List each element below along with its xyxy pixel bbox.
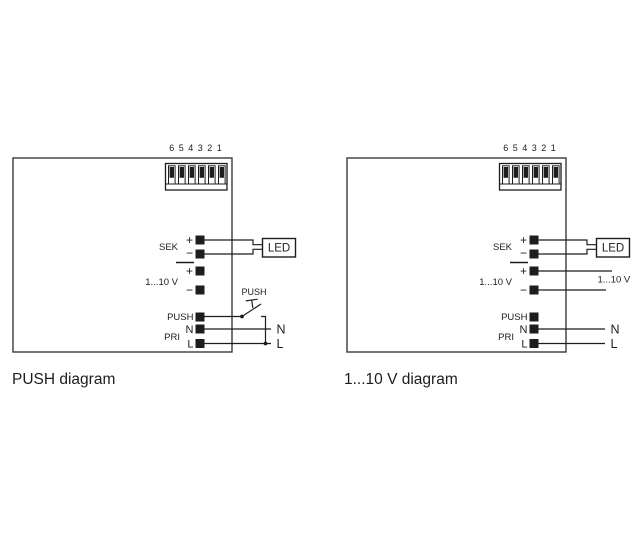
dip-lever-icon [533, 167, 538, 178]
push-terminal-label: PUSH [167, 312, 194, 323]
dip-lever-icon [543, 167, 548, 178]
dim-diagram-caption: 1...10 V diagram [344, 371, 458, 388]
dip-lever-icon [523, 167, 528, 178]
led-label: LED [602, 243, 624, 255]
dim-label: 1...10 V [479, 277, 512, 288]
switch-contact-dot [240, 314, 244, 319]
push-terminal-label: PUSH [501, 312, 528, 323]
n-terminal-label: N [520, 324, 528, 336]
driver-outline-box [346, 157, 567, 353]
dip-switch-numbers: 6 5 4 3 2 1 [169, 143, 223, 153]
sek-minus-sign: − [186, 246, 193, 260]
dim-minus-terminal [529, 285, 539, 295]
push-diagram: 6 5 4 3 2 1 SEK + − [12, 143, 297, 353]
dip-lever-icon [219, 167, 224, 178]
mains-l-label: L [277, 337, 284, 351]
push-actuator-stem [251, 299, 254, 309]
mains-l-label: L [611, 337, 618, 351]
sek-plus-terminal [195, 235, 205, 245]
dip-lever-icon [169, 167, 174, 178]
led-module-box [261, 237, 297, 258]
led-wire-plus [538, 239, 597, 246]
dip-lever-icon [179, 167, 184, 178]
dip-lever-icon [513, 167, 518, 178]
l-terminal-label: L [187, 339, 193, 351]
push-button-switch-icon: PUSH [240, 287, 268, 346]
l-terminal [529, 339, 539, 348]
mains-n-label: N [611, 323, 620, 337]
dip-lever-icon [503, 167, 508, 178]
push-terminal [195, 312, 205, 322]
push-button-label: PUSH [241, 287, 266, 297]
led-label: LED [268, 243, 290, 255]
sek-label: SEK [493, 242, 513, 253]
dip-switch-body [498, 162, 562, 191]
led-module-box [595, 237, 631, 258]
dim-plus-sign: + [520, 264, 527, 278]
dim-plus-terminal [529, 266, 539, 276]
dim-minus-sign: − [520, 283, 527, 297]
dip-switch-numbers: 6 5 4 3 2 1 [503, 143, 557, 153]
switch-to-l-wire [261, 315, 267, 344]
sek-minus-terminal [195, 249, 205, 259]
push-terminal [529, 312, 539, 322]
push-actuator-icon [245, 298, 258, 309]
dim-minus-sign: − [186, 283, 193, 297]
dip-switch-body [164, 162, 228, 191]
dip-lever-icon [209, 167, 214, 178]
sek-minus-terminal [529, 249, 539, 259]
driver-outline-box [12, 157, 233, 353]
sek-plus-sign: + [186, 233, 193, 247]
dim-minus-terminal [195, 285, 205, 295]
n-terminal-label: N [186, 324, 194, 336]
pri-label: PRI [498, 332, 514, 343]
dim-plus-sign: + [186, 264, 193, 278]
dim-label: 1...10 V [145, 277, 178, 288]
sek-plus-terminal [529, 235, 539, 245]
dip-lever-icon [189, 167, 194, 178]
switch-lever [243, 303, 262, 317]
dim-diagram: 6 5 4 3 2 1 SEK + − [346, 143, 631, 353]
dim-plus-terminal [195, 266, 205, 276]
push-diagram-caption: PUSH diagram [12, 371, 116, 388]
sek-label: SEK [159, 242, 179, 253]
n-terminal [195, 324, 205, 334]
dip-switch [164, 162, 228, 191]
dip-lever-icon [199, 167, 204, 178]
sek-plus-sign: + [520, 233, 527, 247]
dip-lever-icon [553, 167, 558, 178]
led-wire-plus [204, 239, 263, 246]
l-terminal-label: L [521, 339, 527, 351]
dip-switch [498, 162, 562, 191]
dim-control-label: 1...10 V [598, 275, 631, 286]
sek-minus-sign: − [520, 246, 527, 260]
mains-n-label: N [277, 323, 286, 337]
led-wire-minus [538, 248, 597, 255]
pri-label: PRI [164, 332, 180, 343]
led-wire-minus [204, 248, 263, 255]
n-terminal [529, 324, 539, 334]
l-terminal [195, 339, 205, 348]
